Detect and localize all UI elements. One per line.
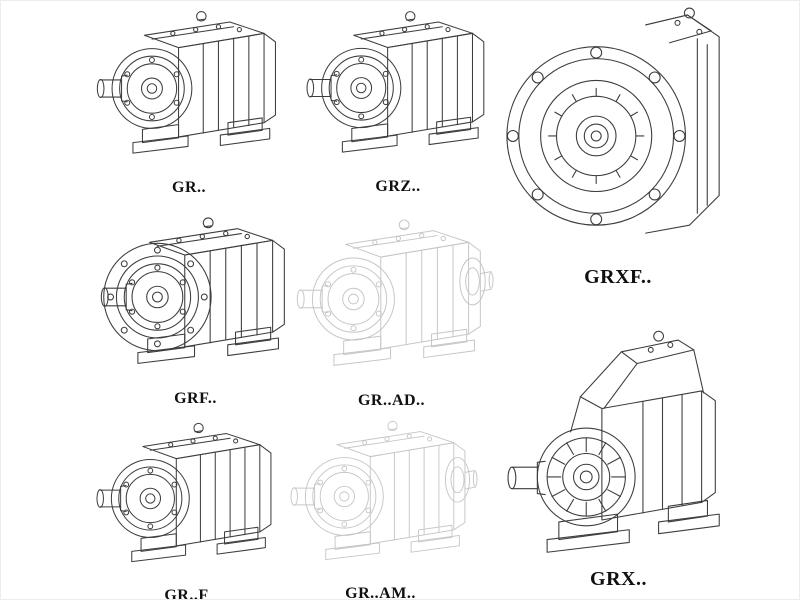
gearbox-drawing-grf bbox=[93, 209, 298, 385]
figure-gr-f-label: GR..F bbox=[164, 587, 209, 600]
gearbox-drawing-gr bbox=[89, 3, 289, 174]
figure-grx-label: GRX.. bbox=[590, 568, 647, 590]
figure-grz: GRZ.. bbox=[299, 3, 497, 196]
figure-grxf-label: GRXF.. bbox=[584, 266, 652, 288]
figure-gr-ad-label: GR..AD.. bbox=[357, 392, 426, 409]
gearbox-drawing-gr-am bbox=[283, 413, 478, 580]
figure-gr-ad: GR..AD.. bbox=[289, 211, 494, 410]
gearbox-drawing-gr-f bbox=[89, 415, 284, 582]
figure-gr-am-label: GR..AM.. bbox=[345, 585, 416, 600]
figure-gr-label: GR.. bbox=[172, 179, 206, 196]
figure-gr: GR.. bbox=[89, 3, 289, 197]
figure-grz-label: GRZ.. bbox=[375, 178, 421, 195]
figure-grf: GRF.. bbox=[93, 209, 298, 408]
gearbox-drawing-grxf bbox=[499, 1, 737, 261]
gearbox-drawing-grx bbox=[496, 299, 741, 563]
figure-grxf: GRXF.. bbox=[499, 1, 737, 289]
figure-gr-f: GR..F bbox=[89, 415, 284, 600]
gearbox-drawing-gr-ad bbox=[289, 211, 494, 387]
gearbox-drawing-grz bbox=[299, 3, 497, 173]
figure-grf-label: GRF.. bbox=[174, 390, 217, 407]
figure-grx: GRX.. bbox=[496, 299, 741, 591]
figure-gr-am: GR..AM.. bbox=[283, 413, 478, 600]
